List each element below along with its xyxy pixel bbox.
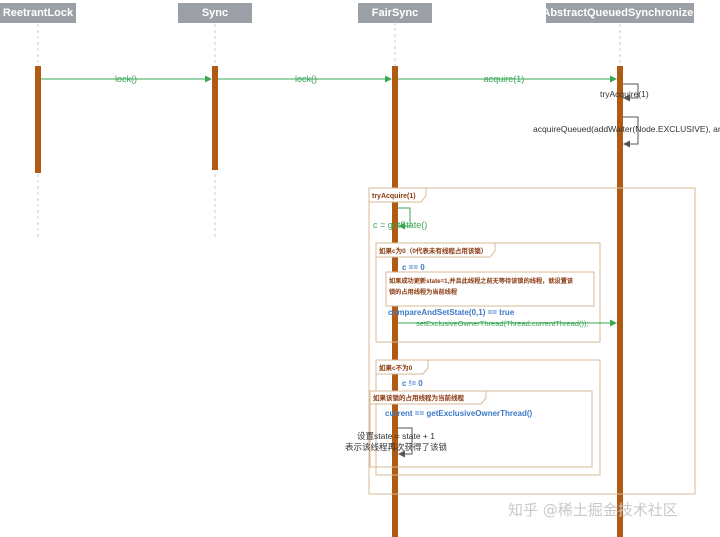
note-line-1: 如果成功更新state=1,并且此线程之前无等待该锁的线程，就设置该 [389,277,574,285]
state-increment-line-1: 设置state = state + 1 [357,431,435,441]
message-label-acquirequeued: acquireQueued(addWaiter(Node.EXCLUSIVE),… [533,124,720,134]
watermark: 知乎 @稀土掘金技术社区 [508,501,678,519]
self-call-tryacquire [623,83,639,102]
alt-frame-c-zero-tab [375,242,496,258]
frame-title: tryAcquire(1) [372,193,416,200]
self-call-acquirequeued [623,116,639,148]
lane-header-fairsync: FairSync [358,3,432,23]
activation-sync [212,66,218,170]
lane-label: ReetrantLock [2,7,74,19]
self-call-getstate [398,207,411,230]
activation-aqs [617,66,623,537]
alt-frame-c-zero-title: 如果c为0（0代表未有线程占用该锁） [379,246,487,255]
frame-tryacquire-tab [368,187,427,203]
alt-frame-c-nonzero [375,359,601,476]
message-label-tryacquire: tryAcquire(1) [600,89,649,99]
message-label-acquire: acquire(1) [484,74,525,84]
lane-header-aqs: AbstractQueuedSynchronizer [542,3,698,23]
note-box [385,271,595,307]
note-line-2: 锁的占用线程为当前线程 [389,288,458,296]
self-call-state-increment [398,427,413,458]
state-increment-line-2: 表示该线程再次获得了该锁 [345,442,448,452]
lane-header-sync: Sync [178,3,252,23]
message-label-lock1: lock() [115,74,137,84]
condition-c-zero: c == 0 [402,263,425,272]
lane-label: Sync [201,7,229,19]
condition-owner-check: current == getExclusiveOwnerThread() [385,409,532,418]
activation-reetrantlock [35,66,41,173]
message-label-getstate: c = getState() [373,220,427,230]
alt-frame-c-nonzero-title: 如果c不为0 [379,363,413,372]
frame-tryacquire [368,187,696,495]
lane-label: AbstractQueuedSynchronizer [542,7,698,19]
message-label-setowner: setExclusiveOwnerThread(Thread.currentTh… [416,319,589,328]
message-label-lock2: lock() [295,74,317,84]
lane-header-reetrantlock: ReetrantLock [0,3,76,23]
opt-frame-owner-check-tab [369,390,487,405]
condition-cas: compareAndSetState(0,1) == true [388,308,515,317]
lane-label: FairSync [371,7,419,19]
condition-c-nonzero: c != 0 [402,379,423,388]
alt-frame-c-nonzero-tab [375,359,429,375]
opt-frame-owner-check-title: 如果该锁的占用线程为当前线程 [373,393,465,402]
